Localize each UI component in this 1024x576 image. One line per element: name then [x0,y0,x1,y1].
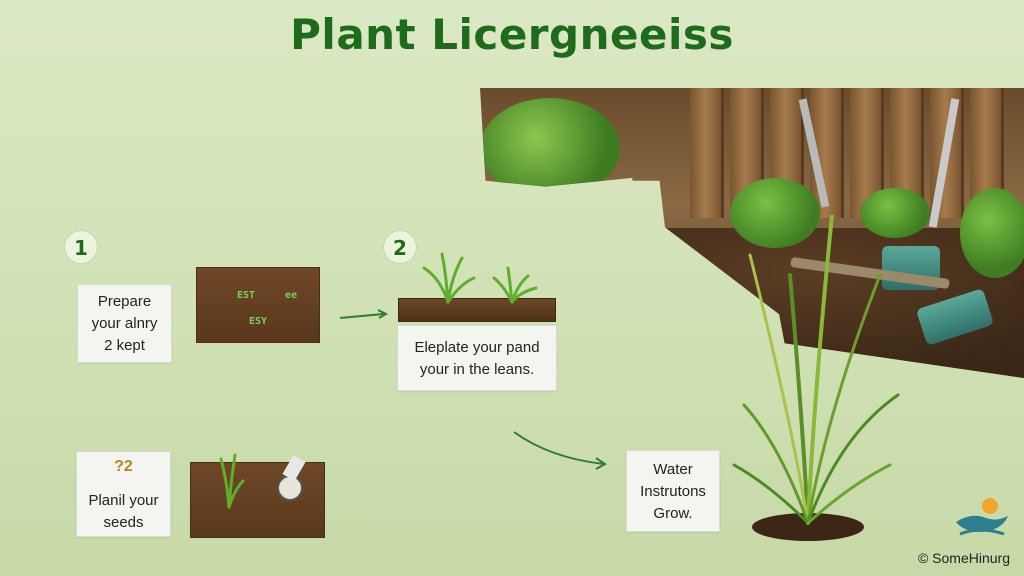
seedling-soil [398,298,556,322]
grass-clump [480,98,620,198]
step-3-label: ?2 Planil your seeds [76,451,171,537]
label-line: your in the leans. [419,361,535,378]
seed-label: EST [237,290,256,301]
label-line: Instrutons [640,483,706,500]
fence-plank [690,88,724,218]
page-title: Plant Licergneeiss [290,10,734,59]
planting-soil-card [190,453,325,538]
bush [960,188,1024,278]
copyright-text: © SomeHinurg [917,550,1010,566]
label-line: Eleplate your pand [414,339,540,356]
grown-plant-icon [732,215,900,541]
seed-label: ee [285,290,298,301]
step-2-number: 2 [383,230,417,264]
label-line: Water [653,461,693,478]
step-2-label: Eleplate your pand your in the leans. [397,325,557,391]
label-line: 2 kept [104,337,145,354]
label-line: seeds [103,514,144,531]
arrow-icon [513,431,607,470]
step-1-label: Prepare your alnry 2 kept [77,284,172,363]
label-line: your alnry [91,315,158,332]
step-4-label: Water Instrutons Grow. [626,450,720,532]
seedling-icon [422,252,538,304]
label-line: Prepare [97,293,152,310]
step-1-number: 1 [64,230,98,264]
seed-label: ESY [249,316,268,327]
seed-packets-icon: ?2 [114,458,133,475]
bush [730,178,820,248]
brand-logo-icon [956,498,1008,536]
label-line: Grow. [653,505,693,522]
seed-soil-card: EST ee ESY [196,267,320,343]
arrow-icon [339,309,389,319]
sprout-icon [219,453,245,509]
bush [860,188,930,238]
label-line: Planil your [88,492,159,509]
